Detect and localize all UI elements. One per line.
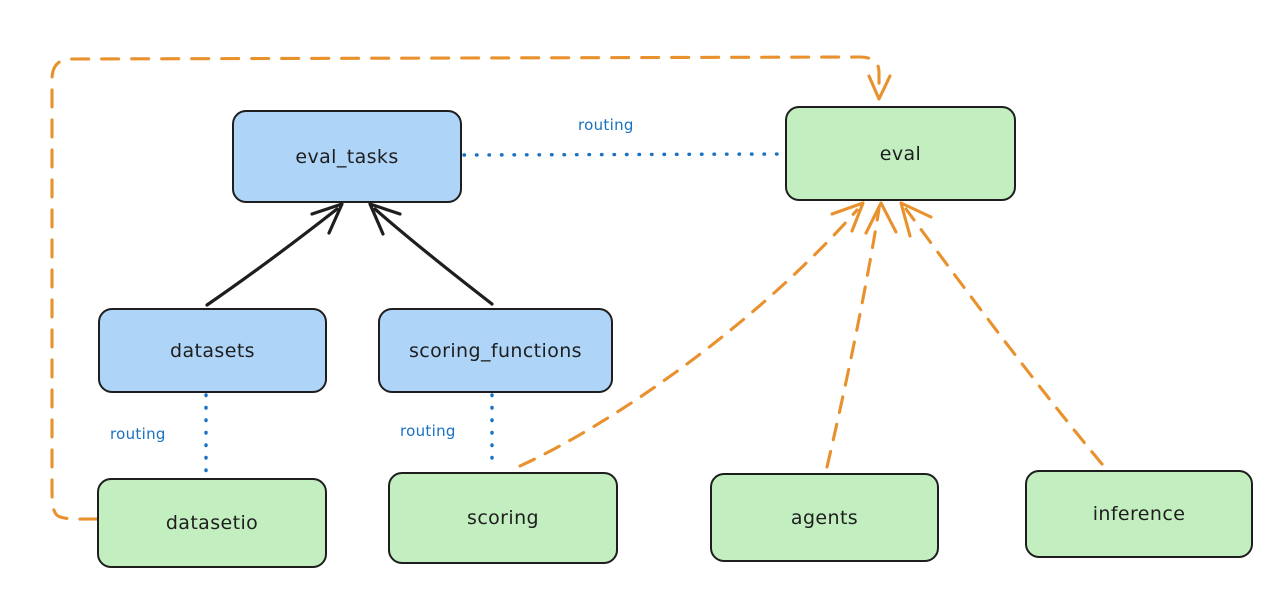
node-datasetio[interactable]: datasetio — [97, 478, 327, 568]
edge-eval-tasks-to-eval — [462, 152, 785, 157]
node-label-inference: inference — [1092, 503, 1186, 525]
edge-scoring-to-eval — [518, 201, 865, 468]
node-label-scoring-functions: scoring_functions — [409, 339, 582, 362]
node-label-datasetio: datasetio — [165, 512, 259, 534]
node-label-eval-tasks: eval_tasks — [295, 145, 399, 168]
edge-agents-to-eval — [825, 201, 898, 469]
edge-inference-to-eval — [899, 201, 1104, 466]
edge-label-routing-scoring-functions: routing — [400, 422, 456, 440]
edge-label-routing-eval-tasks: routing — [578, 116, 634, 134]
node-label-datasets: datasets — [170, 339, 255, 362]
node-agents[interactable]: agents — [710, 473, 939, 562]
edge-label-routing-datasets: routing — [110, 425, 166, 443]
node-inference[interactable]: inference — [1025, 470, 1253, 558]
node-scoring-functions[interactable]: scoring_functions — [378, 308, 613, 393]
node-scoring[interactable]: scoring — [388, 472, 618, 564]
edge-scoring-functions-to-eval-tasks — [368, 202, 494, 306]
node-label-agents: agents — [790, 506, 859, 529]
node-datasets[interactable]: datasets — [98, 308, 327, 393]
edge-datasets-to-eval-tasks — [205, 202, 344, 307]
node-label-eval: eval — [879, 142, 922, 165]
node-eval[interactable]: eval — [785, 106, 1016, 201]
node-label-scoring: scoring — [467, 507, 539, 529]
node-eval-tasks[interactable]: eval_tasks — [232, 110, 462, 203]
edge-datasetio-to-eval — [50, 55, 892, 521]
